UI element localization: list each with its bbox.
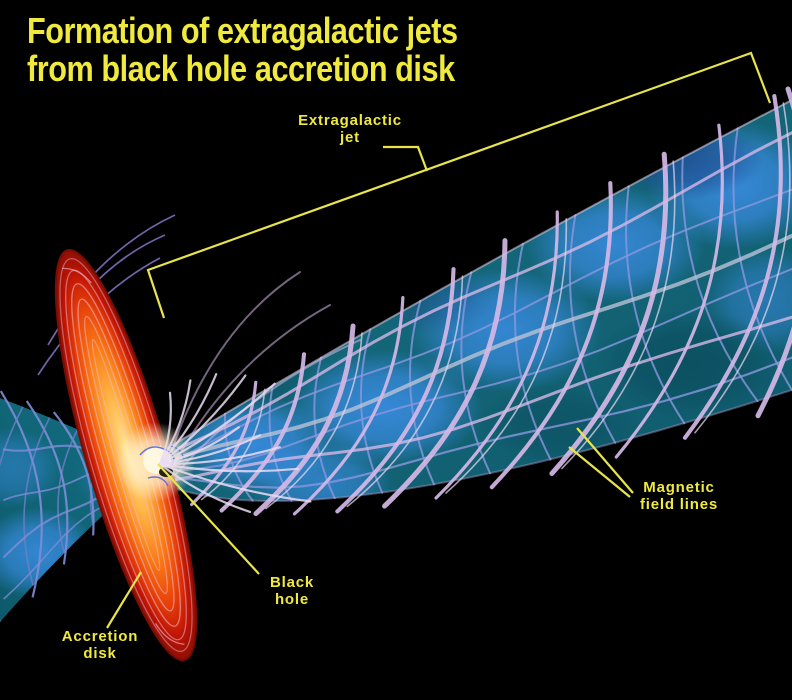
label-extragalactic-jet-line1: Extragalactic: [298, 112, 402, 129]
label-extragalactic-jet-line2: jet: [340, 129, 360, 146]
magnetic-leader-line-2: [568, 446, 631, 498]
label-extragalactic-jet: Extragalactic jet: [280, 112, 420, 146]
label-black-hole-line2: hole: [274, 591, 310, 608]
black-hole-leader-line: [157, 463, 260, 575]
jet-extent-bracket: [146, 51, 772, 319]
label-black-hole-line1: Black: [269, 574, 315, 591]
core-field-line-fan: [158, 373, 312, 513]
title-line-1: Formation of extragalactic jets: [27, 10, 458, 51]
label-magnetic-line1: Magnetic: [643, 479, 715, 496]
label-black-hole: Black hole: [250, 574, 334, 608]
label-accretion-line2: disk: [83, 645, 117, 662]
title-line-2: from black hole accretion disk: [27, 48, 455, 89]
figure-title: Formation of extragalactic jets from bla…: [27, 12, 458, 88]
accretion-disk-leader-line: [106, 571, 142, 629]
label-accretion-disk: Accretion disk: [46, 628, 154, 662]
label-accretion-line1: Accretion: [61, 628, 139, 645]
magnetic-leader-line-1: [576, 427, 634, 494]
label-magnetic-line2: field lines: [640, 496, 718, 513]
label-magnetic-field-lines: Magnetic field lines: [612, 479, 746, 513]
jet-label-connector-line: [383, 145, 429, 172]
